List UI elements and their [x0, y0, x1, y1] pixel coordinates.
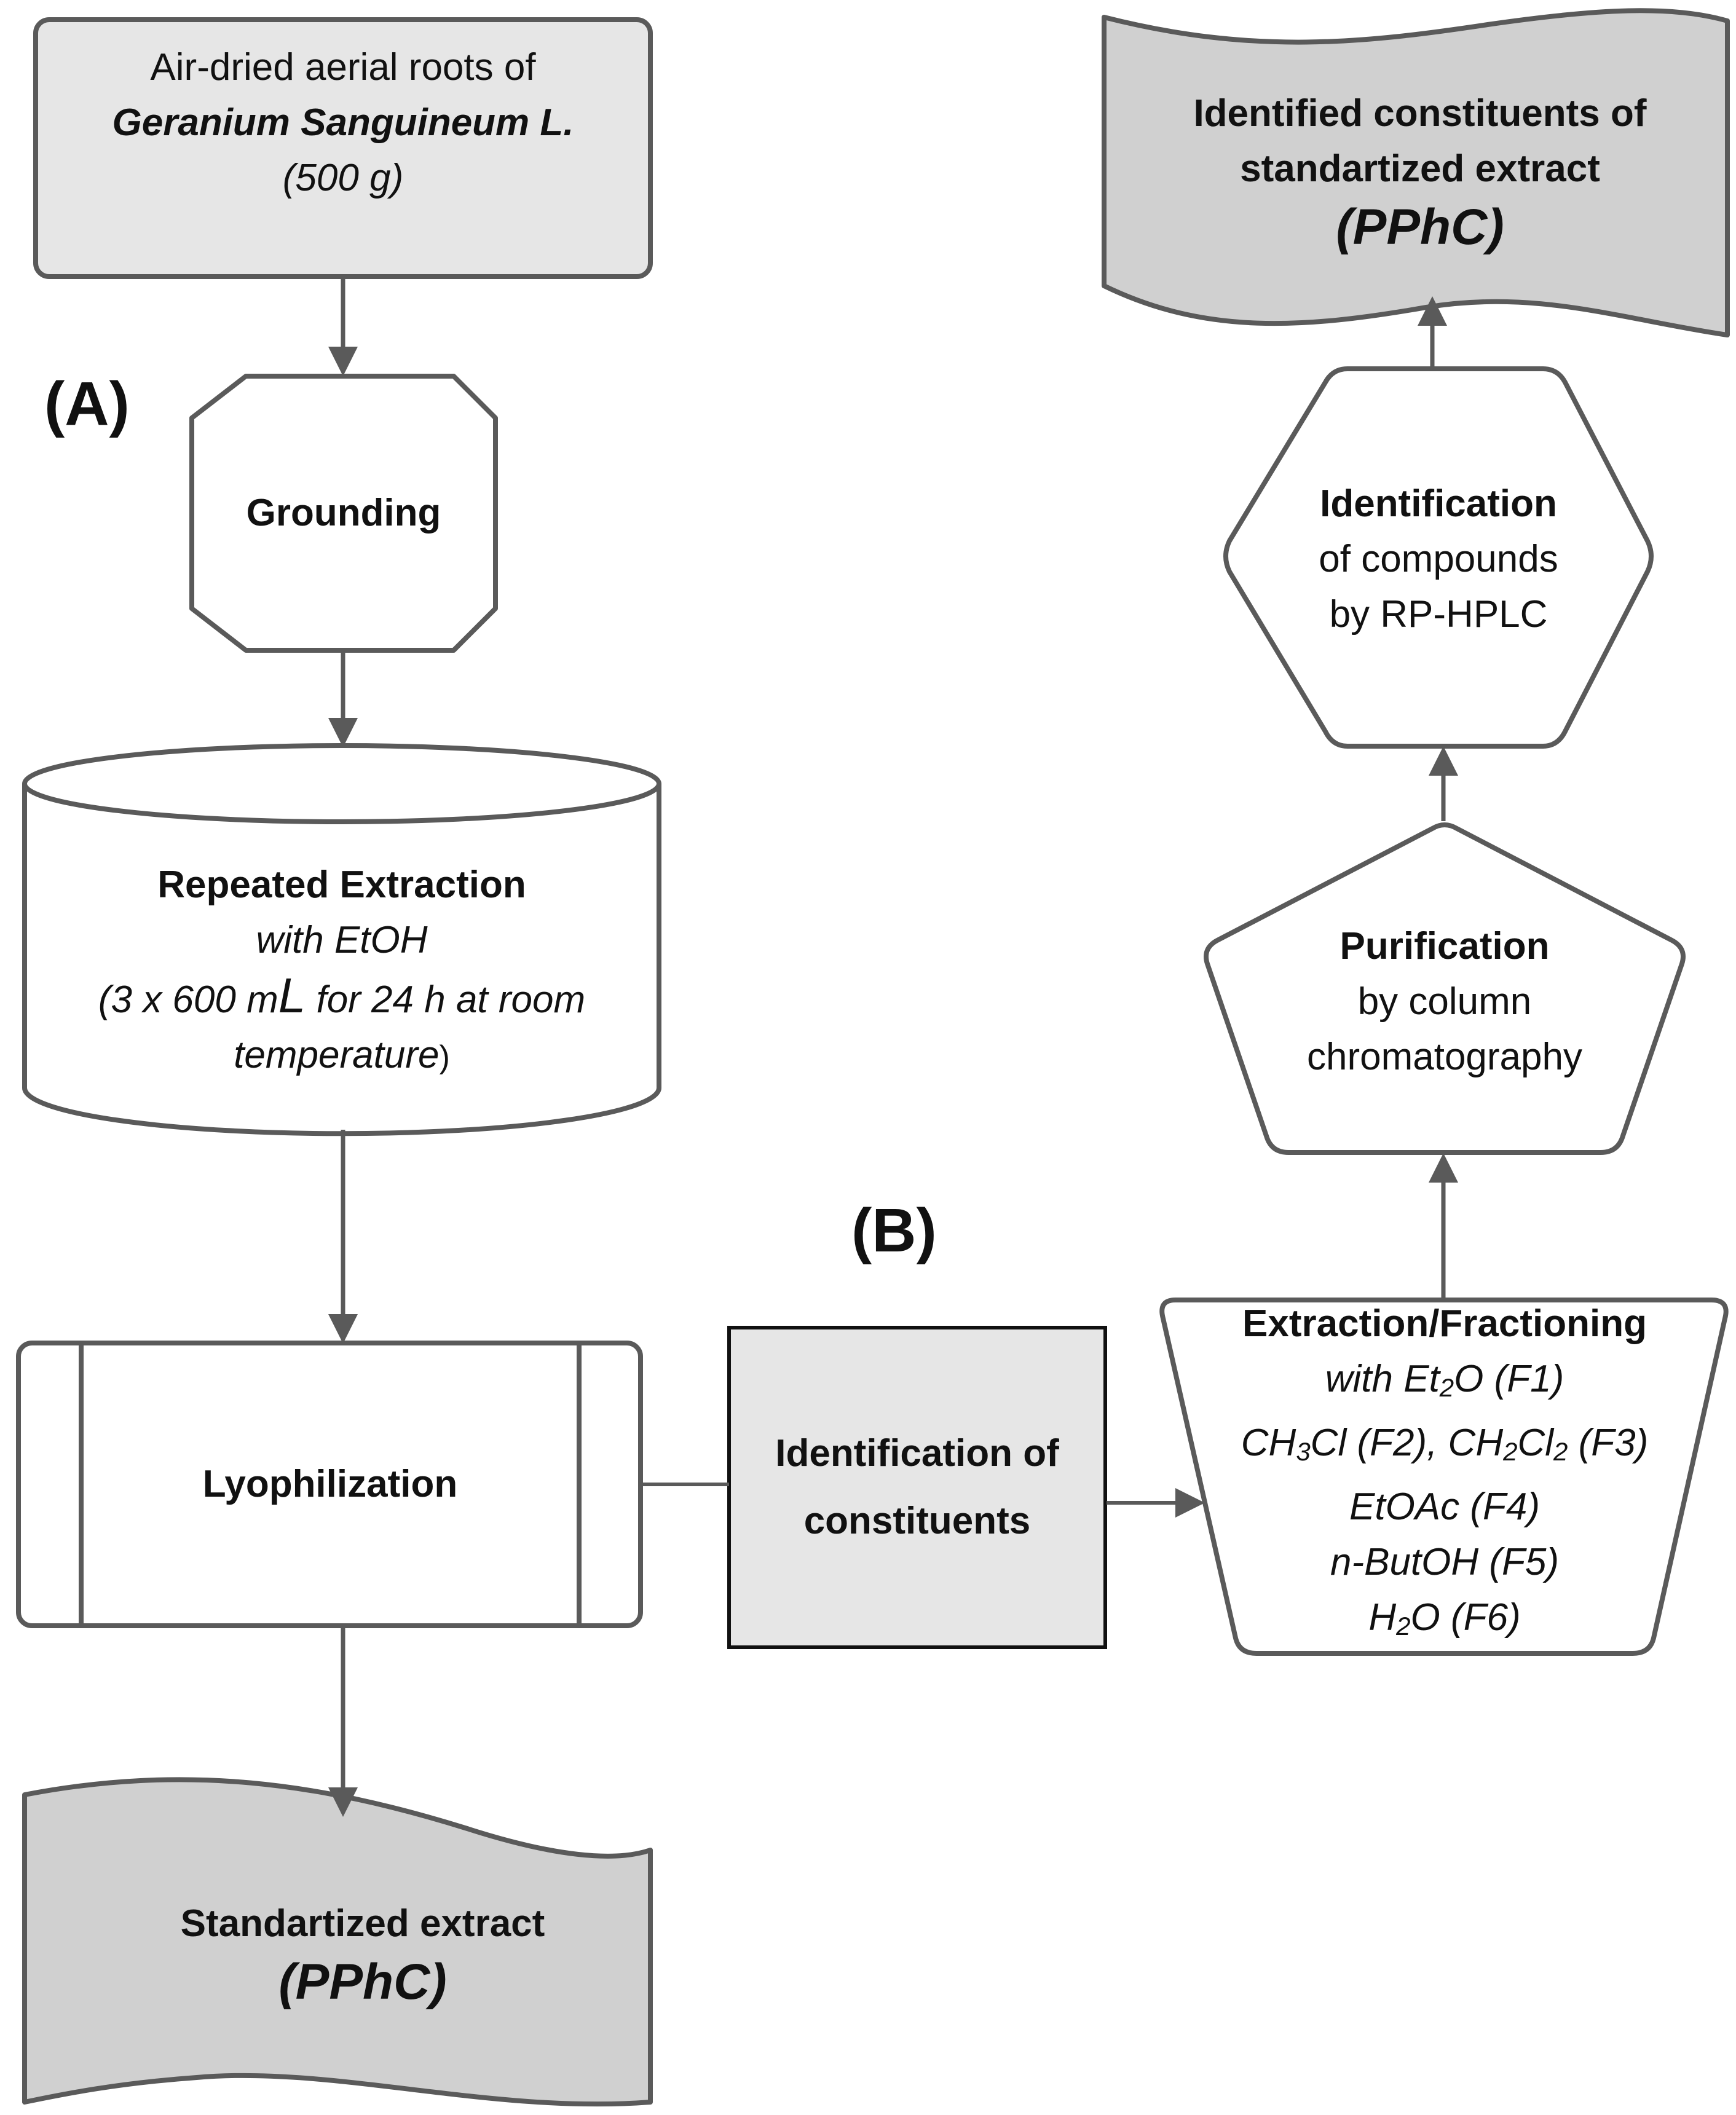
extraction-label: Repeated Extraction with EtOH (3 x 600 m… [25, 854, 659, 1088]
fraction-f5: n-ButOH (F5) [1330, 1541, 1560, 1583]
fractioning-trapezoid [1159, 1298, 1729, 1656]
final-label: Identified constituents of standartized … [1131, 80, 1709, 264]
purification-pentagon [1204, 822, 1686, 1155]
final-line-1: Identified constituents of [1193, 92, 1647, 135]
hplc-title: Identification [1320, 482, 1557, 525]
lyophilization-text: Lyophilization [202, 1463, 458, 1505]
grounding-label: Grounding [192, 376, 495, 650]
source-species: Geranium Sanguineum L. [112, 101, 574, 144]
final-code: (PPhC) [1336, 199, 1504, 255]
identification-constituents-label: Identification of constituents [729, 1328, 1105, 1647]
extraction-conditions: (3 x 600 mL for 24 h at room [98, 968, 586, 1023]
extraction-title: Repeated Extraction [157, 864, 526, 906]
fraction-f2-f3: CH3Cl (F2), CH2Cl2 (F3) [1241, 1422, 1649, 1466]
fraction-f4: EtOAc (F4) [1349, 1486, 1541, 1528]
extraction-cylinder [22, 743, 661, 1136]
hplc-label: Identification of compounds by RP-HPLC [1223, 467, 1654, 652]
purification-title: Purification [1339, 925, 1550, 967]
hplc-line-3: by RP-HPLC [1329, 593, 1548, 636]
grounding-octagon [189, 374, 498, 653]
purification-line-3: chromatography [1306, 1036, 1583, 1078]
purification-line-2: by column [1357, 980, 1532, 1023]
standardized-label: Standartized extract (PPhC) [61, 1881, 664, 2028]
fractioning-title: Extraction/Fractioning [1242, 1302, 1647, 1345]
hplc-line-2: of compounds [1319, 538, 1558, 580]
panel-label-b: (B) [851, 1196, 937, 1265]
panel-label-a: (A) [44, 369, 130, 438]
identification-line-2: constituents [803, 1500, 1031, 1542]
final-line-2: standartized extract [1240, 148, 1600, 190]
fraction-f1: with Et2O (F1) [1325, 1358, 1564, 1402]
lyophilization-label: Lyophilization [81, 1343, 579, 1626]
extraction-solvent: with EtOH [256, 919, 428, 961]
final-document-shape [1102, 8, 1730, 337]
standardized-code: (PPhC) [278, 1954, 447, 2010]
source-line-1: Air-dried aerial roots of [150, 46, 536, 89]
hplc-hexagon [1223, 366, 1654, 749]
standardized-title: Standartized extract [180, 1902, 545, 1945]
identification-constituents-box [727, 1326, 1107, 1649]
source-box [33, 17, 653, 279]
identification-line-1: Identification of [775, 1432, 1059, 1475]
source-label: Air-dried aerial roots of Geranium Sangu… [36, 43, 650, 203]
purification-label: Purification by column chromatography [1205, 910, 1684, 1094]
fractioning-label: Extraction/Fractioning with Et2O (F1) CH… [1162, 1302, 1727, 1647]
grounding-text: Grounding [246, 492, 441, 534]
source-amount: (500 g) [282, 157, 404, 199]
standardized-extract-shape [22, 1777, 653, 2107]
extraction-temperature: temperature) [234, 1034, 450, 1076]
fraction-f6: H2O (F6) [1368, 1596, 1521, 1640]
